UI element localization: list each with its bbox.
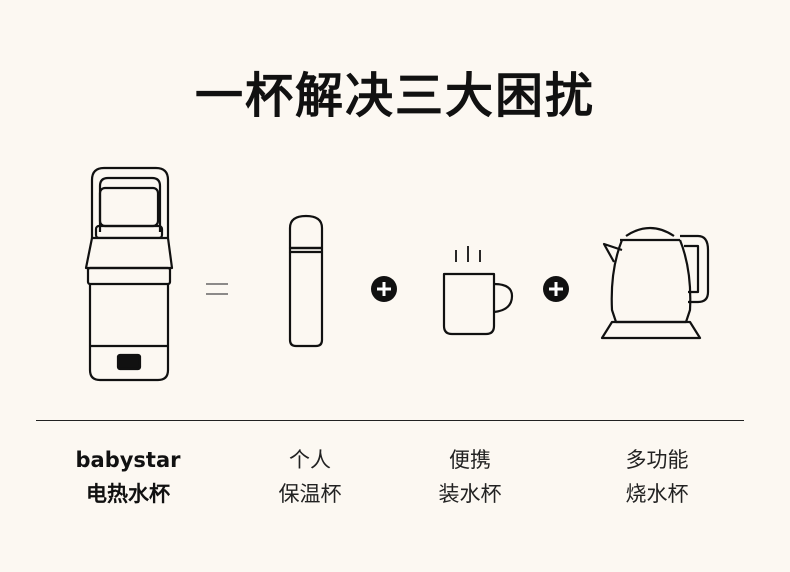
label-line: babystar — [75, 448, 181, 472]
label-line: 烧水杯 — [625, 482, 689, 506]
label-personal-thermos: 个人 保温杯 — [230, 443, 390, 511]
label-babystar-cup: babystar 电热水杯 — [48, 443, 208, 511]
label-portable-cup: 便携 装水杯 — [390, 443, 550, 511]
label-line: 电热水杯 — [86, 482, 170, 506]
equals-sign — [206, 283, 228, 295]
page-title: 一杯解决三大困扰 — [194, 68, 595, 124]
label-line: 装水杯 — [438, 482, 502, 506]
plus-icon — [543, 276, 569, 302]
electric-kettle-cup-icon — [84, 166, 174, 382]
electric-kettle-icon — [600, 226, 710, 340]
label-line: 多功能 — [625, 448, 689, 472]
label-multifunction-kettle: 多功能 烧水杯 — [577, 443, 737, 511]
plus-icon — [371, 276, 397, 302]
thermos-bottle-icon — [288, 214, 324, 348]
product-illustration — [84, 166, 710, 382]
divider — [36, 420, 744, 421]
label-line: 保温杯 — [278, 482, 342, 506]
label-line: 个人 — [289, 448, 331, 472]
mug-icon — [442, 246, 514, 336]
label-line: 便携 — [449, 448, 491, 472]
